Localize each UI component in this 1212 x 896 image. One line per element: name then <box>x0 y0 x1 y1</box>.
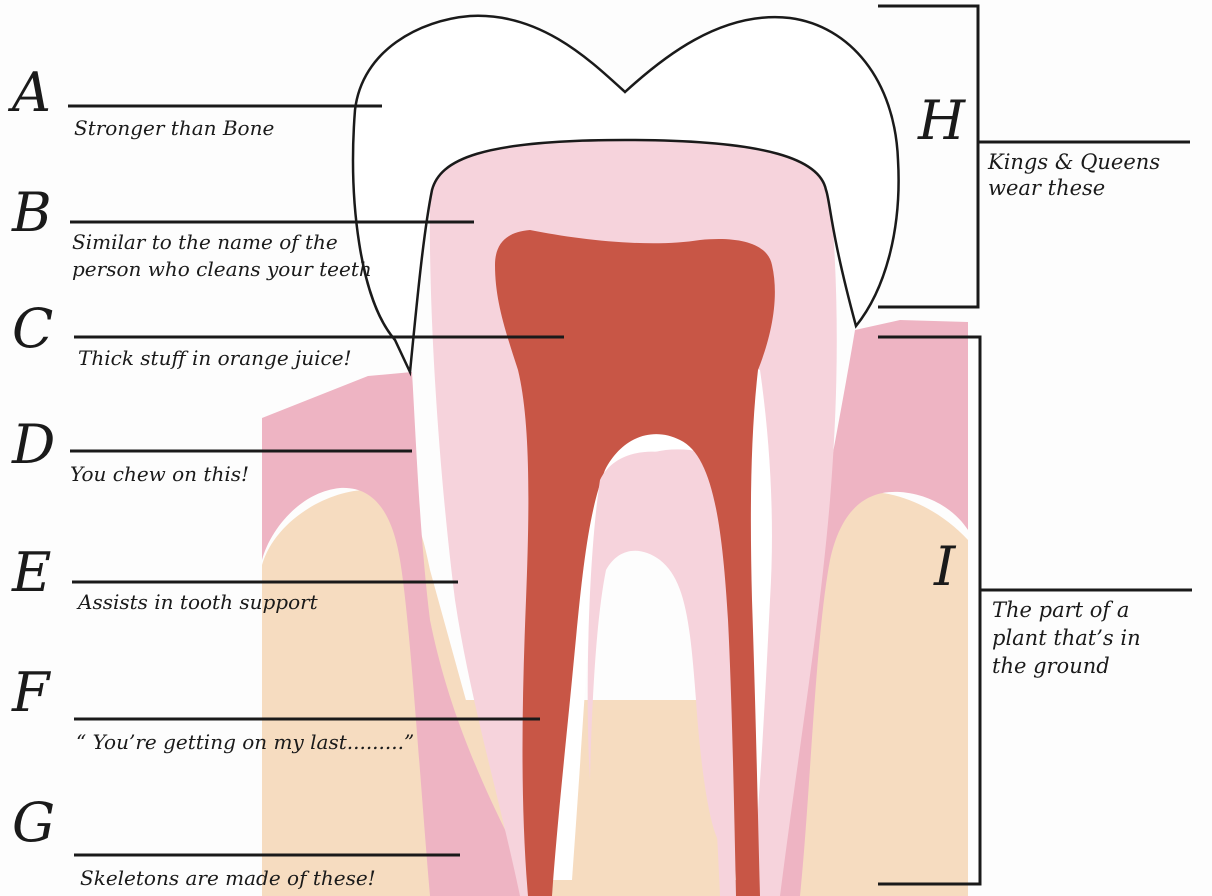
hint-b-line2: person who cleans your teeth <box>72 257 372 282</box>
hint-i-line2: plant that’s in <box>992 626 1141 651</box>
label-letter-h: H <box>918 94 965 148</box>
hint-a: Stronger than Bone <box>74 116 274 141</box>
label-letter-d: D <box>12 418 55 472</box>
hint-h-line1: Kings & Queens <box>988 150 1160 175</box>
hint-i-line1: The part of a <box>992 598 1129 623</box>
label-letter-b: B <box>12 186 52 240</box>
label-letter-a: A <box>12 66 51 120</box>
hint-g: Skeletons are made of these! <box>80 866 376 891</box>
label-letter-i: I <box>934 540 955 594</box>
hint-f: “ You’re getting on my last.........” <box>76 730 414 755</box>
hint-i-line3: the ground <box>992 654 1110 679</box>
hint-b-line1: Similar to the name of the <box>72 230 338 255</box>
hint-e: Assists in tooth support <box>78 590 318 615</box>
label-letter-c: C <box>12 302 53 356</box>
hint-c: Thick stuff in orange juice! <box>78 346 352 371</box>
hint-h-line2: wear these <box>988 176 1105 201</box>
label-letter-f: F <box>12 666 49 720</box>
label-letter-e: E <box>12 546 51 600</box>
label-letter-g: G <box>12 796 55 850</box>
hint-d: You chew on this! <box>70 462 249 487</box>
